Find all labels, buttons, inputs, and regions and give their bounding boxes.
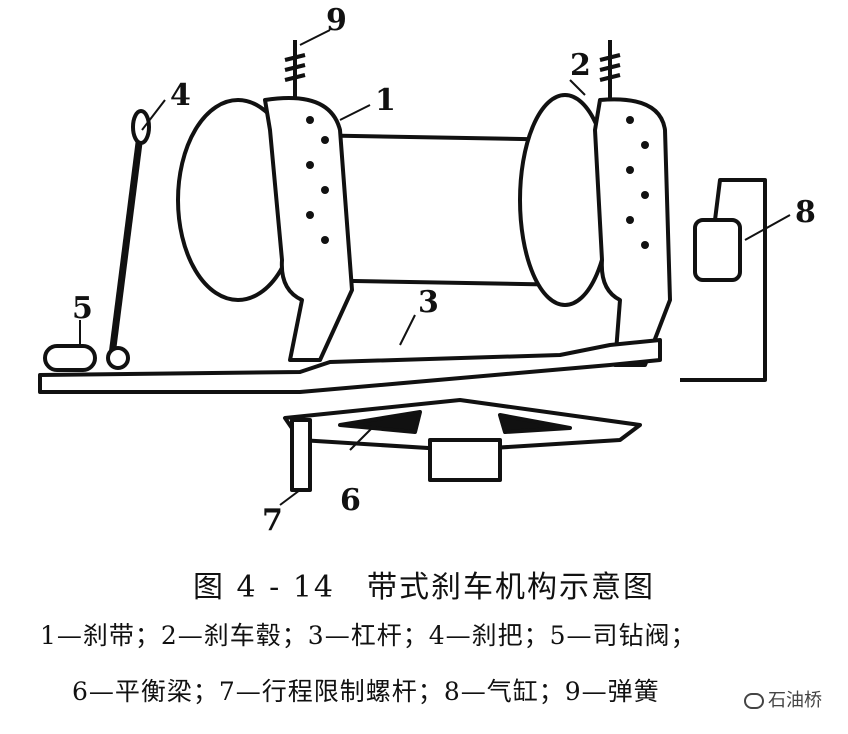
legend-line-1: 1—刹带；2—刹车毂；3—杠杆；4—刹把；5—司钻阀； xyxy=(40,621,697,650)
callout-4: 4 xyxy=(170,78,191,113)
air-cylinder xyxy=(693,218,742,282)
brake-mechanism-diagram: 1 2 3 4 5 6 7 8 9 xyxy=(38,3,816,538)
callout-7: 7 xyxy=(262,503,283,538)
right-spring xyxy=(599,40,621,100)
callout-3: 3 xyxy=(418,285,439,320)
callout-5: 5 xyxy=(72,291,93,326)
callout-2: 2 xyxy=(570,48,591,83)
wechat-icon xyxy=(744,693,764,709)
brake-handle-grip xyxy=(131,109,151,145)
left-brake-band xyxy=(263,96,354,362)
right-brake-band xyxy=(593,97,672,367)
callout-8: 8 xyxy=(795,195,816,230)
legend-line-2: 6—平衡梁；7—行程限制螺杆；8—气缸；9—弹簧 xyxy=(72,677,660,706)
callout-6: 6 xyxy=(340,483,361,518)
figure-caption: 图 4 - 14 带式刹车机构示意图 xyxy=(192,570,655,605)
watermark-text: 石油桥 xyxy=(768,690,822,711)
lever-bar xyxy=(38,338,662,394)
callout-9: 9 xyxy=(326,3,347,38)
brake-handle xyxy=(108,134,144,356)
left-spring xyxy=(284,40,306,100)
driller-valve xyxy=(43,344,97,372)
limit-screw xyxy=(290,418,312,492)
watermark: 石油桥 xyxy=(738,684,828,714)
callout-1: 1 xyxy=(375,83,396,118)
